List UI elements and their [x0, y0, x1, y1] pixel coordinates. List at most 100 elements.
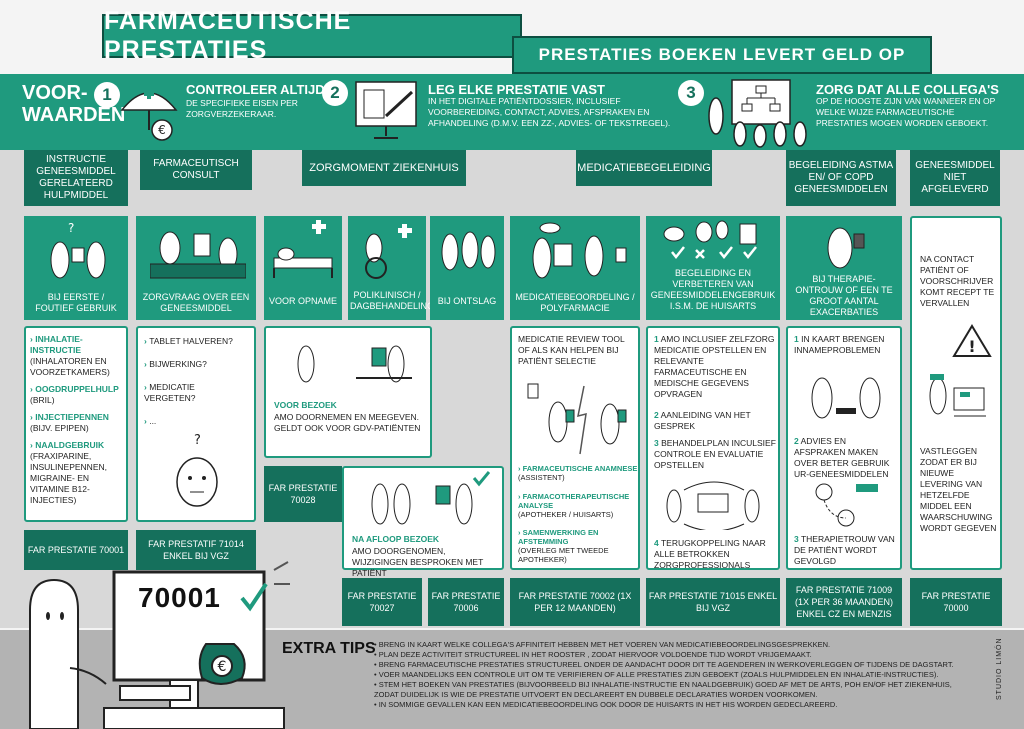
- col4-a-item-1: › FARMACEUTISCHE ANAMNESE(ASSISTENT): [518, 464, 638, 482]
- col3-card-poli-label: POLIKLINISCH / DAGBEHANDELING: [350, 290, 435, 311]
- tip-item-2: • PLAN DEZE ACTIVITEIT STRUCTUREEL IN HE…: [374, 650, 812, 659]
- col3-voor-title: VOOR BEZOEK: [274, 400, 337, 410]
- conversation-icon: [811, 377, 881, 419]
- col1-header: INSTRUCTIE GENEESMIDDEL GERELATEERD HULP…: [24, 150, 128, 206]
- col4-a-item-2: › FARMACOTHERAPEUTISCHE ANALYSE(APOTHEKE…: [518, 492, 630, 519]
- step-number-3: 3: [678, 80, 704, 106]
- page-title: FARMACEUTISCHE PRESTATIES: [102, 7, 522, 64]
- col3-voor-box: VOOR BEZOEK AMO DOORNEMEN EN MEEGEVEN. G…: [264, 326, 432, 458]
- col6-text-a: NA CONTACT PATIËNT OF VOORSCHRIJVER KOMT…: [920, 254, 995, 308]
- col4-b-item-1: 1 AMO INCLUSIEF ZELFZORG MEDICATIE OPSTE…: [654, 334, 775, 399]
- tip-item-3: • BRENG FARMACEUTISCHE PRESTATIES STRUCT…: [374, 660, 954, 669]
- col2-item-3: › MEDICATIE VERGETEN?: [144, 382, 196, 403]
- thinking-person-icon: ?: [176, 433, 218, 507]
- col4-card-b: BEGELEIDING EN VERBETEREN VAN GENEESMIDD…: [646, 216, 780, 320]
- tip-item-6: • IN SOMMIGE GEVALLEN KAN EEN MEDICATIEB…: [374, 700, 838, 709]
- tip-item-5: • STEM HET BOEKEN VAN PRESTATIES (BIJVOO…: [374, 680, 952, 699]
- computer-person-illustration: €: [29, 561, 290, 729]
- col1-far: FAR PRESTATIE 70001: [24, 530, 128, 570]
- col4-card-a: MEDICATIEBEOORDELING / POLYFARMACIE: [510, 216, 640, 320]
- wheelchair-icon: [365, 224, 412, 279]
- col3-far-a: FAR PRESTATIE 70028: [264, 466, 342, 522]
- pills-check-icon: [663, 220, 757, 260]
- col2-card-label: ZORGVRAAG OVER EEN GENEESMIDDEL: [142, 292, 250, 313]
- umbrella-euro-icon: €: [120, 89, 178, 141]
- feedback-cycle-icon: [666, 481, 760, 530]
- warning-delivery-icon: !: [929, 324, 992, 417]
- col1-card: ? BIJ EERSTE / FOUTIEF GEBRUIK: [24, 216, 128, 320]
- col1-list: › INHALATIE-INSTRUCTIE(INHALATOREN EN VO…: [24, 326, 128, 522]
- medication-review-icon: [532, 222, 627, 279]
- col1-card-label: BIJ EERSTE / FOUTIEF GEBRUIK: [35, 292, 117, 313]
- computer-record-icon: [355, 81, 417, 139]
- col5-card: BIJ THERAPIE-ONTROUW OF EEN TE GROOT AAN…: [786, 216, 902, 320]
- col3-far-c: FAR PRESTATIE 70006: [428, 578, 504, 626]
- col5-card-label: BIJ THERAPIE-ONTROUW OF EEN TE GROOT AAN…: [795, 274, 893, 317]
- patients-leaving-icon: [441, 231, 496, 271]
- col1-item-4: › NAALDGEBRUIK(FRAXIPARINE, INSULINEPENN…: [30, 440, 107, 505]
- col5-item-3: 3 THERAPIETROUW VAN DE PATIËNT WORDT GEV…: [794, 534, 895, 566]
- col3-card-ontslag-label: BIJ ONTSLAG: [437, 296, 497, 306]
- col1-item-1: › INHALATIE-INSTRUCTIE(INHALATOREN EN VO…: [30, 334, 110, 377]
- requirements-label: VOOR- WAARDEN: [22, 82, 126, 126]
- consult-counter-icon: [150, 231, 246, 279]
- requirements-label-line2: WAARDEN: [22, 104, 126, 126]
- step-number-2: 2: [322, 80, 348, 106]
- col6-far: FAR PRESTATIE 70000: [910, 578, 1002, 626]
- col2-item-2: › BIJWERKING?: [144, 359, 207, 369]
- req1-title: CONTROLEER ALTIJD: [186, 82, 325, 97]
- col4-b-box: 1 AMO INCLUSIEF ZELFZORG MEDICATIE OPSTE…: [646, 326, 780, 570]
- col4-a-box: MEDICATIE REVIEW TOOL OF ALS KAN HELPEN …: [510, 326, 640, 570]
- col3-card-opname-label: VOOR OPNAME: [268, 296, 337, 306]
- col4-card-b-label: BEGELEIDING EN VERBETEREN VAN GENEESMIDD…: [650, 268, 776, 311]
- after-visit-icon: [371, 471, 490, 525]
- col3-card-opname: VOOR OPNAME: [264, 216, 342, 320]
- col5-box: 1 IN KAART BRENGEN INNAMEPROBLEMEN 2 ADV…: [786, 326, 902, 570]
- col5-item-2: 2 ADVIES EN AFSPRAKEN MAKEN OVER BETER G…: [794, 436, 890, 479]
- col6-box: NA CONTACT PATIËNT OF VOORSCHRIJVER KOMT…: [910, 216, 1002, 570]
- col3-na-text: AMO DOORGENOMEN, WIJZIGINGEN BESPROKEN M…: [352, 546, 484, 578]
- req2-text: IN HET DIGITALE PATIËNTDOSSIER, INCLUSIE…: [428, 96, 671, 128]
- tips-title: EXTRA TIPS: [282, 640, 376, 657]
- svg-text:?: ?: [194, 433, 201, 448]
- inhaler-patient-icon: [827, 227, 865, 269]
- col4-b-item-3: 3 BEHANDELPLAN INCULSIEF CONTROLE EN EVA…: [654, 438, 776, 470]
- col2-list: › TABLET HALVEREN? › BIJWERKING? › MEDIC…: [136, 326, 256, 522]
- col2-far: FAR PRESTATIF 71014 ENKEL BIJ VGZ: [136, 530, 256, 570]
- col2-item-4: › ...: [144, 416, 157, 426]
- progress-tracking-icon: [815, 483, 878, 527]
- req3-title: ZORG DAT ALLE COLLEGA'S: [816, 82, 999, 97]
- col4-b-item-4: 4 TERUGKOPPELING NAAR ALLE BETROKKEN ZOR…: [654, 538, 766, 570]
- col3-card-ontslag: BIJ ONTSLAG: [430, 216, 504, 320]
- col5-header: BEGELEIDING ASTMA EN/ OF COPD GENEESMIDD…: [786, 150, 896, 206]
- req1-text: DE SPECIFIEKE EISEN PER ZORGVERZEKERAAR.: [186, 98, 298, 119]
- col1-item-2: › OOGDRUPPELHULP(BRIL): [30, 384, 119, 405]
- req2-title: LEG ELKE PRESTATIE VAST: [428, 82, 605, 97]
- visit-desk-icon: [297, 345, 412, 383]
- tip-item-4: • VOER MAANDELIJKS EEN CONTROLE UIT OM T…: [374, 670, 939, 679]
- col4-a-item-3: › SAMENWERKING EN AFSTEMMING(OVERLEG MET…: [518, 528, 609, 564]
- team-orgchart-icon: [708, 79, 807, 148]
- page-subtitle: PRESTATIES BOEKEN LEVERT GELD OP: [512, 36, 932, 74]
- svg-text:€: €: [158, 123, 166, 137]
- svg-text:?: ?: [68, 221, 74, 235]
- col3-na-box: NA AFLOOP BEZOEK AMO DOORGENOMEN, WIJZIG…: [342, 466, 504, 578]
- step-number-1: 1: [94, 82, 120, 108]
- col2-item-1: › TABLET HALVEREN?: [144, 336, 233, 346]
- requirements-label-line1: VOOR-: [22, 82, 88, 104]
- col6-header: GENEESMIDDEL NIET AFGELEVERD: [910, 150, 1000, 206]
- req3-text: OP DE HOOGTE ZIJN VAN WANNEER EN OP WELK…: [816, 96, 996, 128]
- tips-list: • BRENG IN KAART WELKE COLLEGA'S AFFINIT…: [374, 640, 974, 710]
- col4-a-text: MEDICATIE REVIEW TOOL OF ALS KAN HELPEN …: [518, 334, 625, 366]
- col3-card-poli: POLIKLINISCH / DAGBEHANDELING: [348, 216, 435, 320]
- svg-text:!: !: [968, 337, 975, 356]
- col4-b-item-2: 2 AANLEIDING VAN HET GESPREK: [654, 410, 751, 431]
- col3-header: ZORGMOMENT ZIEKENHUIS: [302, 150, 466, 186]
- col3-na-title: NA AFLOOP BEZOEK: [352, 534, 440, 544]
- col2-card: ZORGVRAAG OVER EEN GENEESMIDDEL: [136, 216, 256, 320]
- inhaler-person-icon: ?: [50, 221, 106, 279]
- col3-far-b: FAR PRESTATIE 70027: [342, 578, 422, 626]
- studio-signature: STUDIO LIMÓN: [996, 637, 1003, 700]
- col4-far-a: FAR PRESTATIE 70002 (1X PER 12 MAANDEN): [510, 578, 640, 626]
- split-consult-icon: [527, 383, 627, 455]
